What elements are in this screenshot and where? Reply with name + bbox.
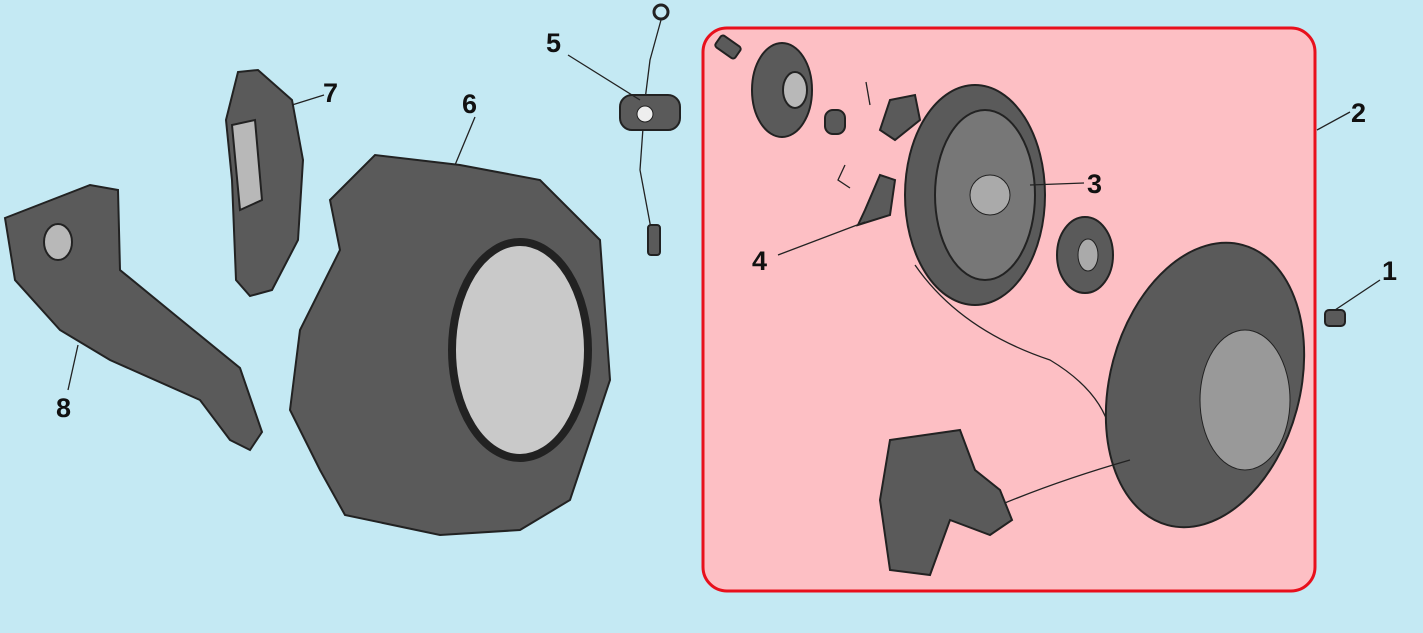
recoil-spring (1056, 216, 1114, 294)
part-5-ignition-switch (619, 3, 681, 256)
leader-lines (67, 54, 1381, 391)
starter-handle (878, 428, 1014, 577)
part-3-pulley (904, 84, 1046, 306)
callout-1: 1 (1382, 256, 1397, 286)
starter-case (914, 241, 1306, 529)
callout-5: 5 (546, 28, 561, 58)
housing-opening (448, 238, 592, 462)
callout-7: 7 (323, 78, 338, 108)
callout-3: 3 (1087, 169, 1102, 199)
pawl-cam-and-bolt (714, 34, 846, 138)
part-8-lower-shroud (3, 183, 264, 452)
part-1-bolt (1324, 309, 1346, 327)
callout-8: 8 (56, 393, 71, 423)
callout-4: 4 (752, 246, 767, 276)
callout-2: 2 (1351, 98, 1366, 128)
part-4-pawls (837, 81, 922, 227)
part-7-cover-plate (224, 68, 305, 298)
callout-6: 6 (462, 89, 477, 119)
part-6-fan-housing (288, 153, 612, 537)
